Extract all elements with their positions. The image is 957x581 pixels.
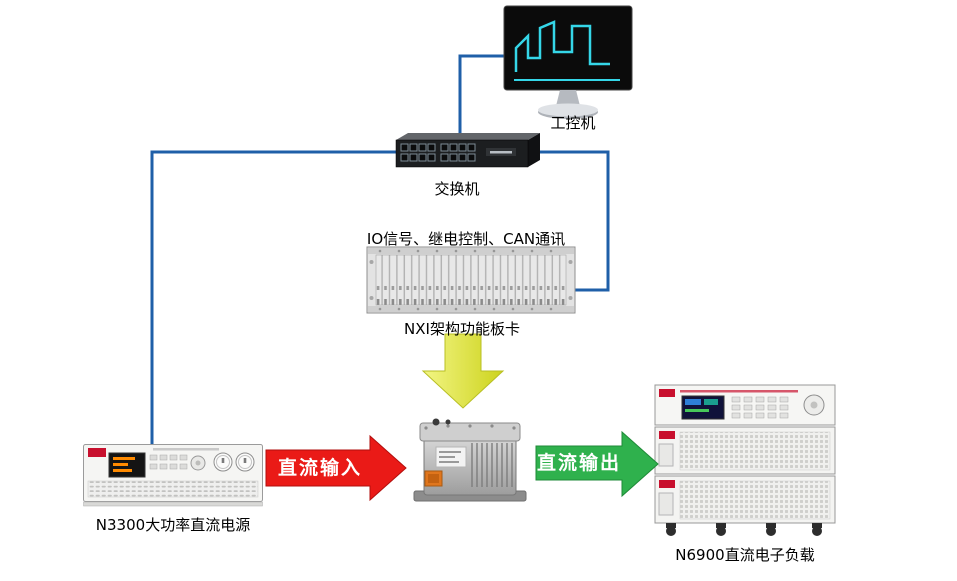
line-switch-to-rack [534,150,610,292]
psu-display-readout [113,457,135,472]
line-pc-to-switch [458,54,508,144]
brand-logo [659,389,675,397]
line-switch-to-power-supply [150,150,398,447]
vent-grille [679,431,831,471]
switch-top [396,133,540,140]
red-right-arrow [265,434,407,502]
dut-converter-illustration [408,413,532,509]
psu-model-text-line [153,448,219,451]
switch-brand-text [490,151,512,154]
power-supply-label: N3300大功率直流电源 [95,516,251,534]
psu-vent-grille [87,480,259,498]
control-knob-center [195,460,201,466]
brand-logo [659,480,675,488]
dut-lid [419,422,521,442]
network-switch-illustration [388,130,542,172]
hv-connector-inner [428,474,439,483]
rack-top-rail [368,248,574,254]
output-sockets [213,452,255,472]
rack-caption: IO信号、继电控制、CAN通讯 [366,230,566,248]
rack-bottom-rail [368,306,574,312]
psu-base [83,501,263,507]
rail-holes [378,249,553,311]
dc-output-label: 直流输出 [536,452,621,474]
psu-buttons [149,454,188,470]
rack-card-slots [375,254,567,306]
sticker-text-lines [439,451,461,463]
brand-logo [659,431,675,439]
load-unit-top [654,384,836,426]
brand-logo [88,448,106,457]
accent-strip [680,390,798,393]
industrial-pc-label: 工控机 [550,114,596,132]
electronic-load-label: N6900直流电子负载 [675,546,815,564]
rack-label: NXI架构功能板卡 [404,320,520,338]
side-panel [658,492,674,516]
casters [666,523,822,536]
load-unit-bottom [654,475,836,524]
nxi-rack-illustration [366,246,576,314]
green-right-arrow [535,430,659,498]
load-display-content [685,399,718,412]
lid-bolts [424,424,516,430]
yellow-down-arrow [421,333,505,409]
cooling-fins [471,443,513,487]
n6900-electronic-load-illustration [654,384,836,538]
industrial-pc-illustration [498,4,638,126]
cable-gland-small [445,419,451,425]
load-knob-center [810,401,818,409]
load-buttons [731,396,789,419]
monitor-base-top [538,103,598,117]
side-panel [658,443,674,467]
waveform-trace [514,20,610,72]
ethernet-ports [400,143,476,162]
network-switch-label: 交换机 [434,180,480,198]
dc-input-label: 直流输入 [277,457,362,479]
side-screws [369,260,573,300]
n3300-power-supply-illustration [83,444,263,510]
switch-side [528,133,540,167]
load-unit-middle [654,426,836,475]
vent-grille [679,480,831,520]
cable-gland [432,418,440,426]
